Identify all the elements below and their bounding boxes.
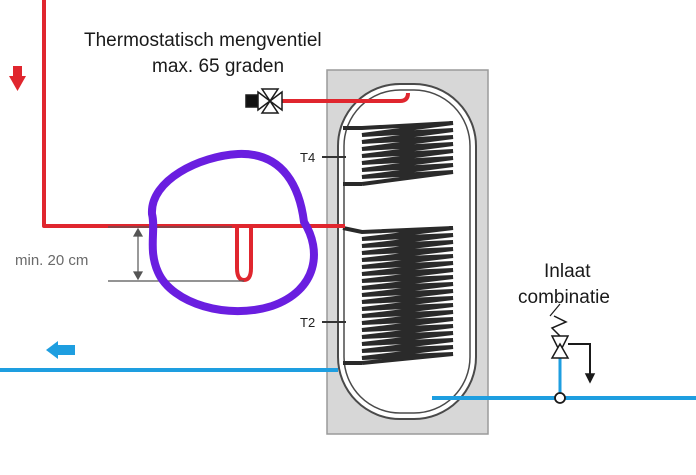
safety-valve-icon [549,303,596,404]
upper-coil-lines [343,121,454,186]
sensor-t2-label: T2 [300,315,315,330]
arrow-down-icon [9,66,26,91]
lower-coil-lines [342,226,454,365]
sensor-t4-label: T4 [300,150,315,165]
min-distance-label: min. 20 cm [15,252,88,269]
inlet-label-line1: Inlaat [544,261,591,282]
mixer-label-line1: Thermostatisch mengventiel [84,30,322,51]
min-distance-dimension [108,226,244,282]
hot-water-pipe [42,0,410,282]
tank-inner-wall [343,89,471,414]
three-way-valve-icon [245,88,283,114]
sensor-t4: T4 [300,150,346,165]
sensor-t2: T2 [300,315,346,330]
annotation-circle [148,149,318,316]
hot-water-outlet-line [280,92,410,103]
thermosiphon-loop [235,226,253,282]
inlet-label-line2: combinatie [518,287,610,308]
lower-heating-coil [342,226,454,365]
mixer-label-line2: max. 65 graden [152,56,284,77]
hot-water-main-line [42,0,345,228]
arrow-left-icon [46,341,75,359]
upper-heating-coil [343,121,454,186]
